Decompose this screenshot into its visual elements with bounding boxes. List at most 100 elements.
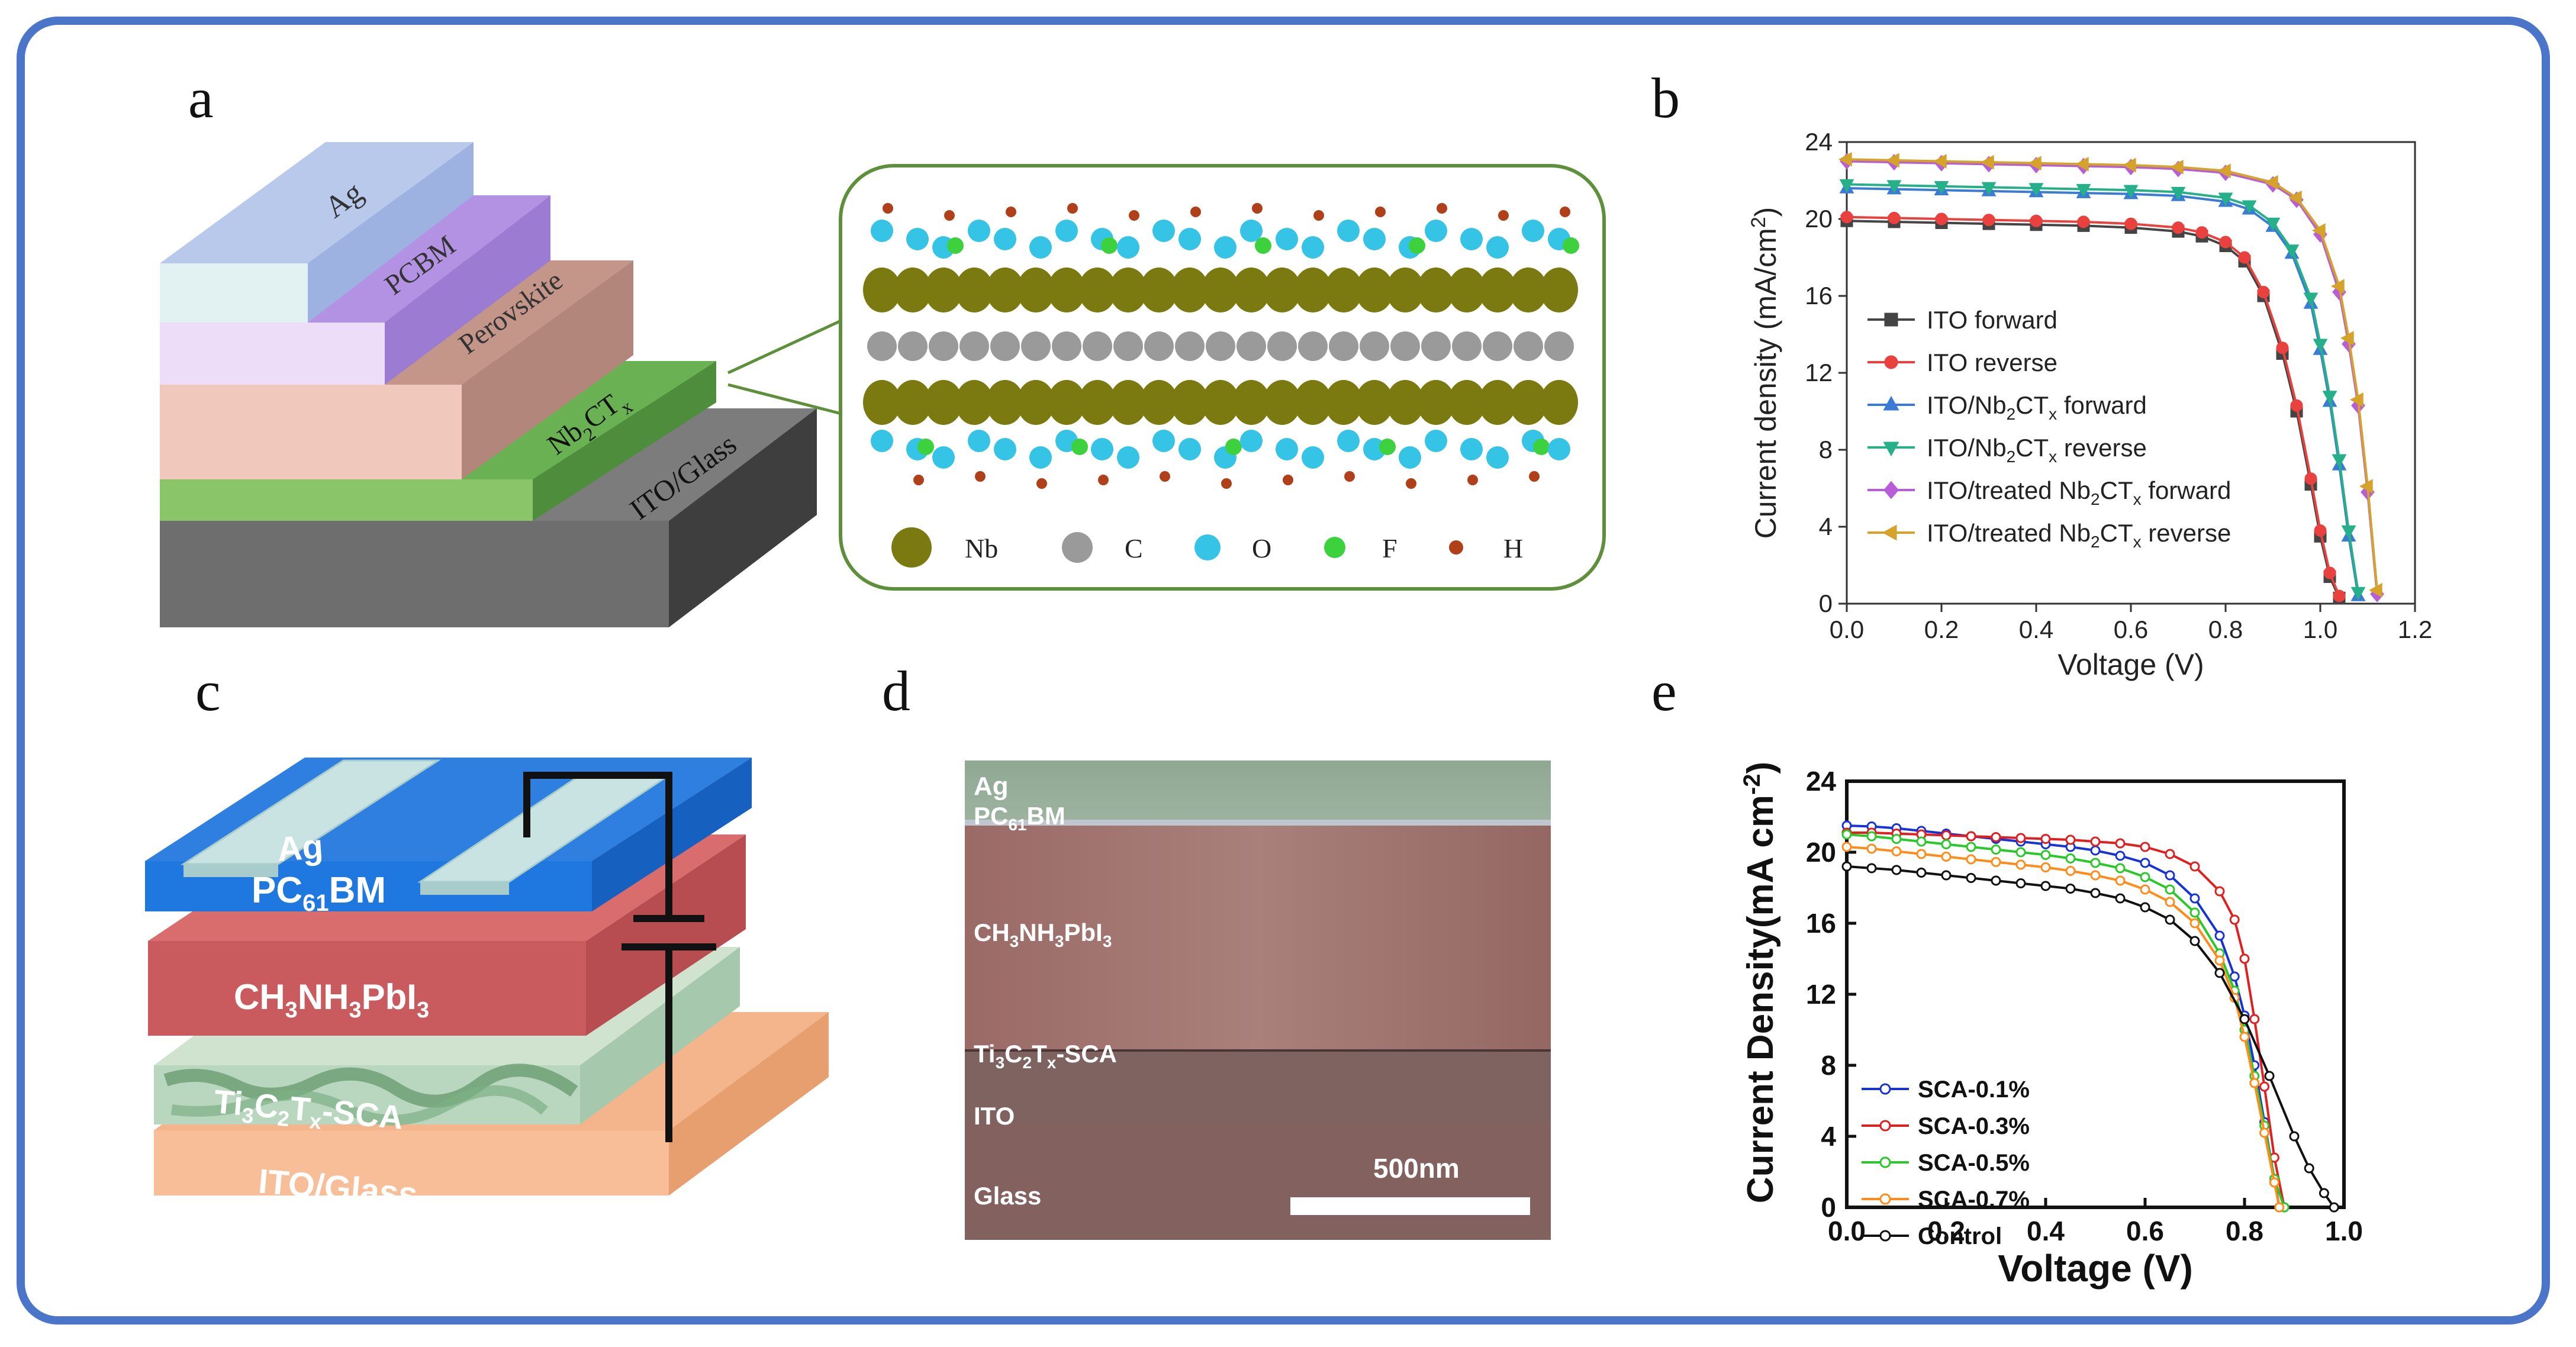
c-atom <box>1206 331 1235 361</box>
data-point <box>1982 214 1995 227</box>
f-atom <box>947 237 964 254</box>
data-point <box>2350 587 2366 601</box>
x-tick-label: 0.6 <box>2126 1216 2164 1246</box>
series-line <box>1846 215 2340 597</box>
data-point <box>2030 214 2043 227</box>
nb-atom <box>1263 380 1301 425</box>
data-point <box>1966 873 1976 883</box>
panel-letter-e: e <box>1651 659 1677 723</box>
data-point <box>2249 1078 2260 1088</box>
o-atom <box>1055 220 1078 242</box>
h-atom <box>1498 210 1509 221</box>
callout-line-top <box>727 318 845 375</box>
c-atom <box>990 331 1020 361</box>
legend-label: ITO/treated Nb2CTx reverse <box>1927 519 2231 551</box>
series-line <box>1846 824 2281 1208</box>
legend-label: ITO/Nb2CTx forward <box>1927 391 2147 423</box>
o-atom <box>1399 446 1421 469</box>
series-5 <box>1838 152 2382 598</box>
h-atom-icon <box>1449 540 1463 555</box>
o-atom <box>1548 438 1570 460</box>
sem-label-mapbi3: CH3NH3PbI3 <box>974 919 1112 950</box>
nb-atom <box>1325 268 1363 312</box>
panel-letter-b: b <box>1651 66 1680 130</box>
data-point <box>2065 834 2076 845</box>
label-mapbi3-c: CH3NH3PbI3 <box>234 977 429 1023</box>
data-point <box>2214 968 2225 978</box>
sem-label-ag: Ag <box>974 772 1009 801</box>
callout-line-bottom <box>727 383 844 416</box>
c-atom <box>1237 331 1266 361</box>
data-point <box>2329 1202 2339 1213</box>
data-point <box>2165 897 2175 907</box>
f-atom <box>1563 237 1579 254</box>
data-point <box>2075 156 2089 172</box>
c-atom <box>867 331 897 361</box>
nb-atom <box>894 268 932 312</box>
data-point <box>1916 849 1927 859</box>
data-point <box>2065 884 2076 894</box>
c-atom <box>1267 331 1297 361</box>
data-point <box>1991 845 2001 855</box>
data-point <box>1886 180 1902 194</box>
nb-atom <box>955 380 993 425</box>
data-point <box>2090 858 2101 868</box>
series-1 <box>1840 211 2346 602</box>
data-point <box>2214 886 2225 897</box>
data-point <box>2065 853 2076 863</box>
y-tick-label: 20 <box>1805 205 1833 233</box>
y-axis-label: Current density (mA/cm2) <box>1747 207 1782 539</box>
c-atom <box>1390 331 1420 361</box>
o-atom <box>1091 438 1113 460</box>
data-point <box>2276 341 2289 355</box>
y-tick-label: 24 <box>1806 766 1837 797</box>
data-point <box>1991 875 2001 886</box>
legend-marker <box>1884 312 1898 327</box>
data-point <box>1841 842 1852 852</box>
legend-marker <box>1879 1083 1891 1095</box>
data-point <box>1866 863 1877 874</box>
h-atom <box>1160 471 1170 482</box>
o-atom <box>1337 430 1360 452</box>
f-atom-icon <box>1324 537 1345 558</box>
nb-atom <box>1109 380 1147 425</box>
nb-atom <box>1509 268 1547 312</box>
o-atom <box>1363 228 1386 250</box>
data-point <box>2077 215 2090 228</box>
nb-atom <box>863 380 901 425</box>
nb-atom <box>1078 380 1116 425</box>
o-atom <box>1276 438 1298 460</box>
legend-marker <box>1879 1120 1891 1132</box>
o-atom <box>1214 236 1237 259</box>
data-point <box>2189 936 2200 946</box>
nb-atom <box>1417 268 1455 312</box>
data-point <box>2065 866 2076 876</box>
f-atom <box>1255 237 1271 254</box>
data-point <box>2274 1202 2285 1213</box>
legend-marker <box>1882 524 1897 541</box>
y-tick-label: 16 <box>1805 282 1833 310</box>
f-atom <box>1071 439 1088 455</box>
data-point <box>2242 200 2257 214</box>
nb-atom <box>1017 380 1055 425</box>
data-point <box>2239 1014 2250 1024</box>
data-point <box>2165 884 2175 895</box>
data-point <box>2288 190 2302 205</box>
data-point <box>2076 183 2091 198</box>
c-atom <box>1329 331 1358 361</box>
data-point <box>2165 870 2175 881</box>
sem-glass-region <box>965 1123 1551 1240</box>
data-point <box>2322 391 2337 404</box>
o-atom <box>1486 236 1509 259</box>
legend: SCA-0.1%SCA-0.3%SCA-0.5%SCA-0.7%Control <box>1862 1077 2030 1249</box>
data-point <box>1886 153 1899 168</box>
nb-atom <box>1540 380 1578 425</box>
legend-label: ITO forward <box>1927 306 2057 334</box>
data-point <box>1891 834 1902 844</box>
data-point <box>2115 838 2126 849</box>
f-atom <box>917 439 934 455</box>
data-point <box>2124 217 2137 230</box>
nb-atom-icon <box>891 527 932 568</box>
h-atom <box>1375 207 1386 217</box>
nb-atom <box>1140 268 1178 312</box>
